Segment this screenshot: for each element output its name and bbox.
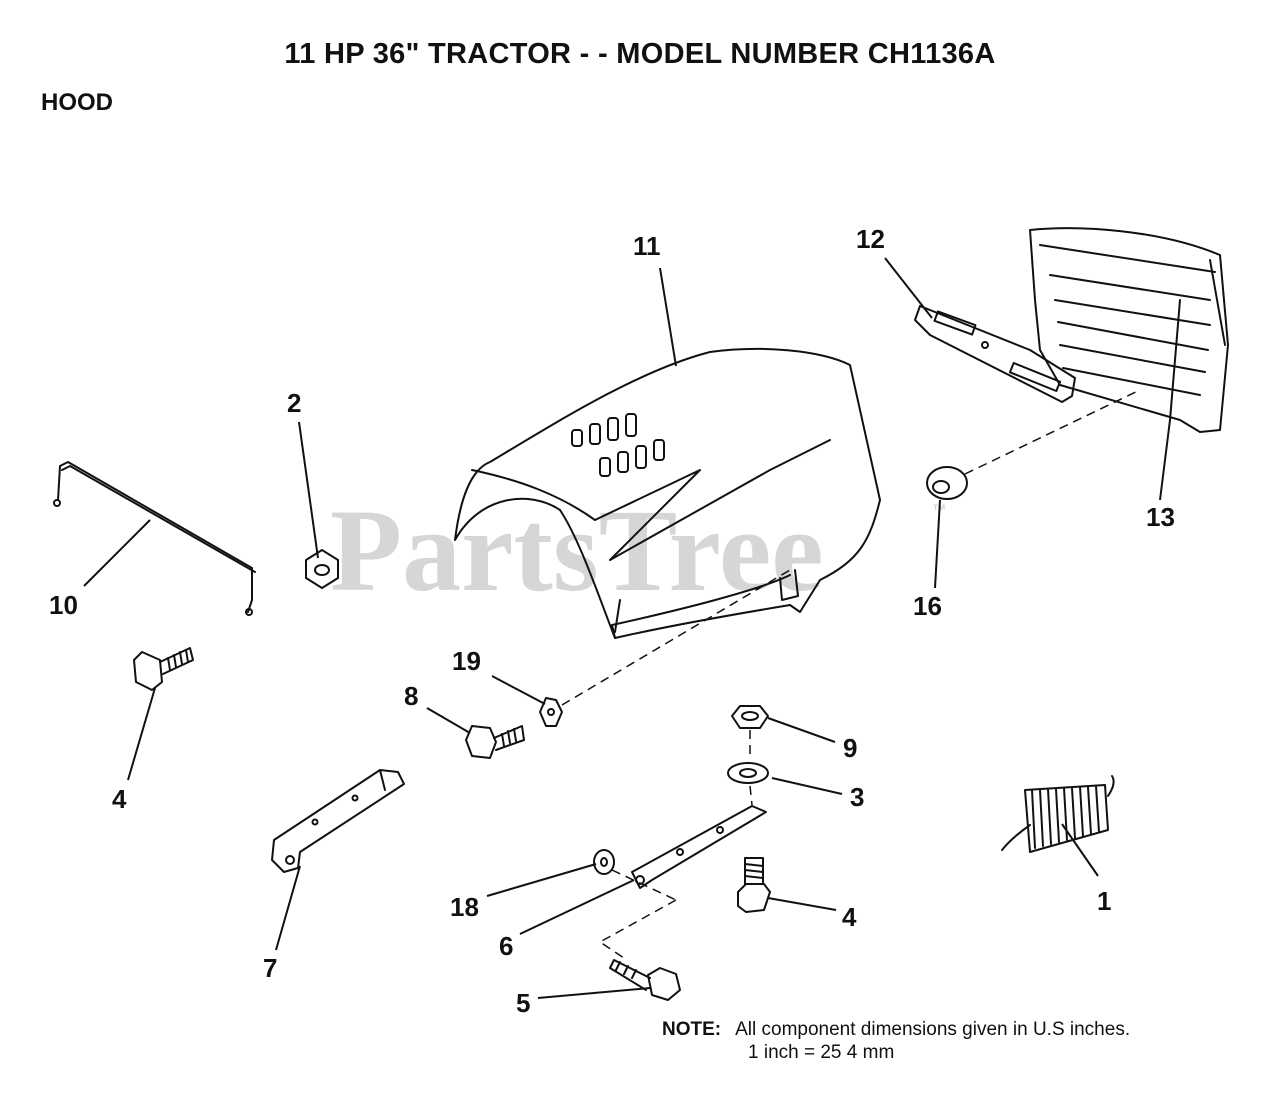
hood-part xyxy=(454,347,881,639)
callout-4-right: 4 xyxy=(842,902,857,932)
callout-3: 3 xyxy=(850,782,864,812)
callout-9: 9 xyxy=(843,733,857,763)
callout-7: 7 xyxy=(263,953,277,983)
support-rod-part xyxy=(53,461,256,616)
grille-part xyxy=(1029,227,1229,433)
callout-4-left: 4 xyxy=(112,784,127,814)
callout-19: 19 xyxy=(452,646,481,676)
washer-3-part xyxy=(727,762,769,784)
grommet-2-part xyxy=(305,549,339,589)
callout-18: 18 xyxy=(450,892,479,922)
lock-washer-part xyxy=(539,697,563,727)
spring-part xyxy=(1001,775,1115,853)
bolt-4-left-part xyxy=(133,647,194,691)
grille-bracket-part xyxy=(914,305,1076,403)
bolt-4-right-part xyxy=(737,857,771,913)
grommet-16-part xyxy=(926,466,968,500)
bracket-6-part xyxy=(631,805,767,889)
note-line-2: 1 inch = 25 4 mm xyxy=(748,1042,895,1063)
washer-18-part xyxy=(593,849,615,875)
bolt-5-part xyxy=(609,959,681,1001)
callout-16: 16 xyxy=(913,591,942,621)
callout-10: 10 xyxy=(49,590,78,620)
nut-9-part xyxy=(731,705,769,729)
callout-8: 8 xyxy=(404,681,418,711)
callout-1: 1 xyxy=(1097,886,1111,916)
callout-5: 5 xyxy=(516,988,530,1018)
callout-13: 13 xyxy=(1146,502,1175,532)
callout-6: 6 xyxy=(499,931,513,961)
callout-2: 2 xyxy=(287,388,301,418)
bolt-8-part xyxy=(465,725,525,759)
dimension-note: NOTE: All component dimensions given in U… xyxy=(662,1018,1130,1064)
callout-12: 12 xyxy=(856,224,885,254)
note-line-1: All component dimensions given in U.S in… xyxy=(735,1019,1131,1040)
page-title: 11 HP 36" TRACTOR - - MODEL NUMBER CH113… xyxy=(284,38,996,70)
watermark: PartsTree xyxy=(330,485,824,616)
section-heading: HOOD xyxy=(41,89,113,116)
bracket-7-part xyxy=(271,769,405,873)
note-label: NOTE: xyxy=(662,1019,722,1040)
callout-11: 11 xyxy=(633,231,661,261)
